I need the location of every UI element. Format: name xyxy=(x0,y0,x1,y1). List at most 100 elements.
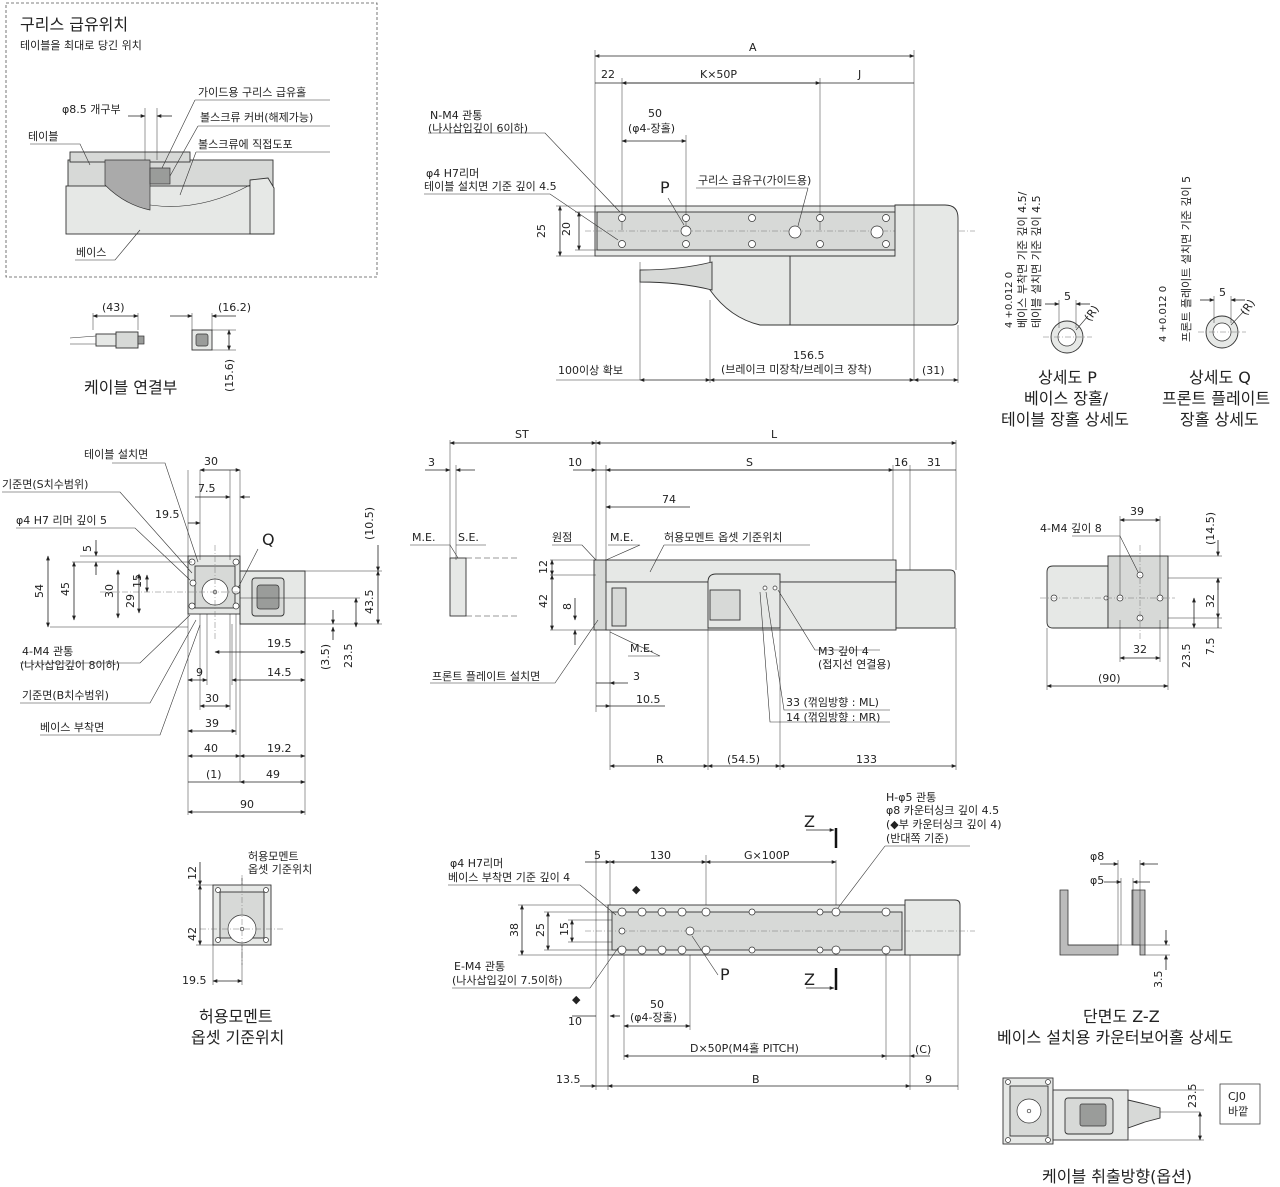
end-m4: 4-M4 관통 xyxy=(22,645,73,658)
cable-d156: (15.6) xyxy=(223,359,236,392)
top-P: P xyxy=(660,178,670,197)
side-m3sub: (접지선 연결용) xyxy=(818,658,891,671)
end-h9: 9 xyxy=(196,666,203,679)
offset-cap1: 허용모멘트 xyxy=(199,1007,273,1026)
detailp-R: (R) xyxy=(1082,303,1102,324)
end-d30v: 30 xyxy=(103,584,116,598)
bottom-Z2: Z xyxy=(804,970,815,989)
side-d10: 10 xyxy=(568,456,582,469)
section-d35: 3.5 xyxy=(1152,971,1165,989)
side-mr: 14 (꺾임방향 : MR) xyxy=(786,711,880,724)
top-brake: (브레이크 미장착/브레이크 장착) xyxy=(721,363,872,376)
end-d235: 23.5 xyxy=(342,644,355,669)
cable-d162: (16.2) xyxy=(218,301,251,314)
side-m3: M3 깊이 4 xyxy=(818,645,869,658)
side-S: S xyxy=(746,456,753,469)
detailp-cap2: 베이스 장홀/ xyxy=(1024,389,1109,408)
side-d42: 42 xyxy=(537,594,550,608)
top-k50p: K×50P xyxy=(700,68,737,81)
detailq-cap1: 상세도 Q xyxy=(1189,368,1251,387)
detailp-d5: 5 xyxy=(1064,290,1071,303)
end-d195: 19.5 xyxy=(155,508,180,521)
side-front: 프론트 플레이트 설치면 xyxy=(432,670,540,683)
cableout-tag1: CJ0 xyxy=(1228,1090,1246,1103)
side-d74: 74 xyxy=(662,493,676,506)
section-cap2: 베이스 설치용 카운터보어홀 상세도 xyxy=(997,1028,1233,1047)
bottom-reamersub: 베이스 부착면 기준 깊이 4 xyxy=(448,871,570,884)
side-R: R xyxy=(656,753,664,766)
right-d75: 7.5 xyxy=(1204,638,1217,656)
bottom-d50sub: (φ4-장홀) xyxy=(630,1011,677,1024)
side-d105: 10.5 xyxy=(636,693,661,706)
offset-d195: 19.5 xyxy=(182,974,207,987)
detailp-cap1: 상세도 P xyxy=(1038,368,1097,387)
top-d50: 50 xyxy=(648,107,662,120)
bottom-d9: 9 xyxy=(925,1073,932,1086)
cable-connection-view: (43) (16.2) (15.6) 케이블 연결부 xyxy=(69,301,251,397)
grease-opening-label: φ8.5 개구부 xyxy=(62,103,121,116)
moment-offset-view: 허용모멘트 옵셋 기준위치 12 42 19.5 허용모멘트 옵셋 기준위치 xyxy=(182,850,312,1047)
right-d32: 32 xyxy=(1204,594,1217,608)
end-h49: 49 xyxy=(266,768,280,781)
bottom-d130: 130 xyxy=(650,849,671,862)
detailq-d5: 5 xyxy=(1219,286,1226,299)
grease-title: 구리스 급유위치 xyxy=(20,15,128,34)
top-A: A xyxy=(749,41,757,54)
end-h145: 14.5 xyxy=(267,666,292,679)
right-m4: 4-M4 깊이 8 xyxy=(1040,522,1102,535)
grease-position-view: 구리스 급유위치 테이블을 최대로 당긴 위치 φ8.5 개구부 가이드용 구리… xyxy=(5,2,378,278)
end-d54: 54 xyxy=(33,584,46,598)
detailp-txt2: 테이블 설치면 기준 깊이 4.5 xyxy=(1030,195,1043,328)
offset-d12: 12 xyxy=(186,866,199,880)
right-d235: 23.5 xyxy=(1180,644,1193,669)
bottom-em4sub: (나사삽입깊이 7.5이하) xyxy=(452,973,563,987)
side-d31: 31 xyxy=(927,456,941,469)
side-d12: 12 xyxy=(537,560,550,574)
end-d29: 29 xyxy=(124,594,137,608)
side-se: S.E. xyxy=(458,531,479,544)
offset-d42: 42 xyxy=(186,927,199,941)
detail-q: 4 +0.012 0 프론트 플레이트 설치면 기준 깊이 5 5 (R) 상세… xyxy=(1158,176,1270,429)
end-h90: 90 xyxy=(240,798,254,811)
side-me3: M.E. xyxy=(630,642,653,655)
grease-guide-hole-label: 가이드용 구리스 급유홀 xyxy=(198,86,306,99)
bottom-view: 5 130 G×100P Z Z H-φ5 관통 φ8 카운터싱크 깊이 4.5… xyxy=(448,791,1002,1090)
bottom-holes xyxy=(617,907,891,955)
cableout-tag2: 바깥 xyxy=(1228,1105,1248,1118)
end-h192: 19.2 xyxy=(267,742,292,755)
side-ml: 33 (꺾임방향 : ML) xyxy=(786,696,879,709)
side-me1: M.E. xyxy=(412,531,435,544)
bottom-B: B xyxy=(752,1073,760,1086)
top-d50sub: (φ4-장홀) xyxy=(628,122,675,135)
end-h40: 40 xyxy=(204,742,218,755)
bottom-d15: 15 xyxy=(558,922,571,936)
side-origin: 원점 xyxy=(552,531,572,544)
top-d25: 25 xyxy=(535,224,548,238)
top-reamersub: 테이블 설치면 기준 깊이 4.5 xyxy=(424,180,557,193)
side-d8: 8 xyxy=(561,603,574,610)
end-d75: 7.5 xyxy=(198,482,216,495)
side-L: L xyxy=(771,428,778,441)
bottom-reamer: φ4 H7리머 xyxy=(450,857,503,870)
section-cap1: 단면도 Z-Z xyxy=(1083,1007,1160,1026)
side-d16: 16 xyxy=(894,456,908,469)
end-view: 30 7.5 19.5 테이블 설치면 기준면(S치수범위) φ4 H7 리머 … xyxy=(2,448,382,815)
top-d22: 22 xyxy=(601,68,615,81)
right-d90: (90) xyxy=(1098,672,1121,685)
bottom-counter2: (◆부 카운터싱크 깊이 4) xyxy=(886,818,1002,831)
bottom-h5: H-φ5 관통 xyxy=(886,791,936,804)
detailq-cap3: 장홀 상세도 xyxy=(1180,410,1259,429)
cable-out-option-view: 23.5 CJ0 바깥 케이블 취출방향(옵션) xyxy=(1002,1077,1261,1186)
top-nm4: N-M4 관통 xyxy=(430,109,482,122)
end-h195: 19.5 xyxy=(267,637,292,650)
top-J: J xyxy=(857,68,861,81)
bottom-P: P xyxy=(720,965,730,984)
detailp-cap3: 테이블 장홀 상세도 xyxy=(1001,410,1129,429)
top-grease-port: 구리스 급유구(가이드용) xyxy=(698,174,811,187)
bottom-d50: 50 xyxy=(650,998,664,1011)
bottom-diamond2: ◆ xyxy=(572,993,581,1006)
cable-caption: 케이블 연결부 xyxy=(84,378,177,397)
side-d3b: 3 xyxy=(633,670,640,683)
side-allow: 허용모멘트 옵셋 기준위치 xyxy=(664,531,782,544)
